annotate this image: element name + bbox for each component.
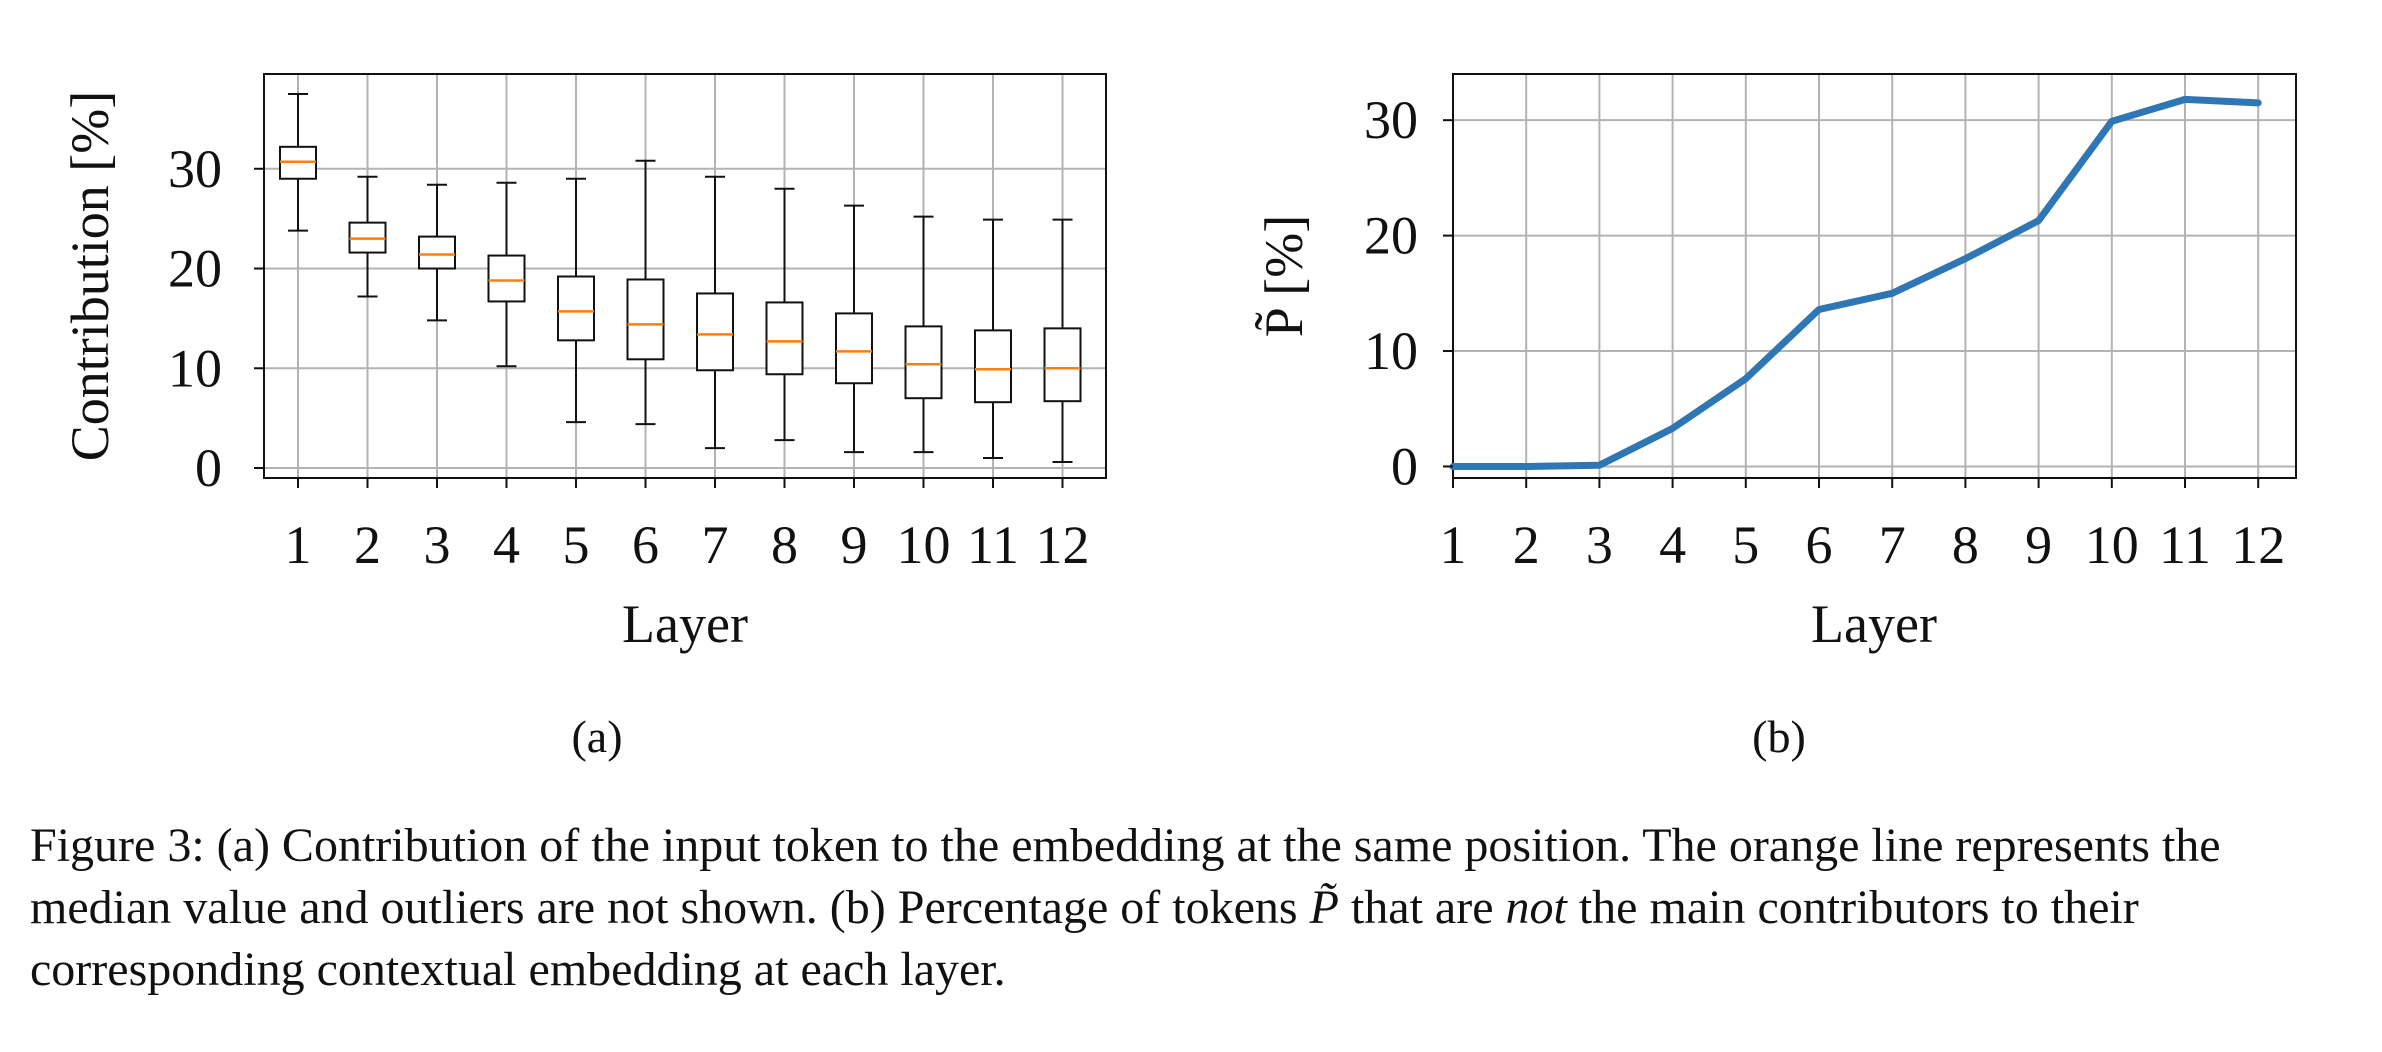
iqr-box xyxy=(904,325,943,400)
subfigure-label-a: (a) xyxy=(571,711,622,762)
iqr-box xyxy=(974,329,1012,404)
y-tick-label: 0 xyxy=(1391,436,1418,496)
x-tick-label: 1 xyxy=(1440,515,1467,575)
y-tick-label: 10 xyxy=(1364,321,1418,381)
y-tick-label: 10 xyxy=(168,338,222,398)
box-layer-1 xyxy=(279,92,317,232)
iqr-box xyxy=(557,275,595,342)
x-tick-label: 8 xyxy=(1952,515,1979,575)
x-tick-label: 6 xyxy=(632,515,659,575)
x-tick-label: 2 xyxy=(1513,515,1540,575)
caption-text-1: Figure 3: (a) Contribution of the input … xyxy=(30,819,2221,934)
x-tick-label: 4 xyxy=(493,515,520,575)
series-line xyxy=(1449,95,2262,470)
iqr-box xyxy=(765,301,804,376)
box-layer-9 xyxy=(835,204,873,454)
x-tick-label: 7 xyxy=(702,515,729,575)
y-tick-label: 0 xyxy=(195,438,222,498)
box-layer-7 xyxy=(696,175,734,450)
iqr-box xyxy=(696,292,734,372)
x-tick-label: 6 xyxy=(1806,515,1833,575)
iqr-box xyxy=(835,312,873,385)
box-layer-6 xyxy=(626,159,665,426)
x-tick-label: 5 xyxy=(1732,515,1759,575)
x-tick-label: 5 xyxy=(563,515,590,575)
x-axis-label: Layer xyxy=(1811,594,1937,654)
caption-emphasis: not xyxy=(1505,881,1567,934)
caption-text-3: the main contributors to their correspon… xyxy=(30,881,2139,996)
box-layer-10 xyxy=(904,215,943,454)
x-tick-label: 8 xyxy=(771,515,798,575)
subfigure-label-b: (b) xyxy=(1752,711,1806,762)
y-tick-label: 30 xyxy=(1364,90,1418,150)
box-layer-12 xyxy=(1043,218,1082,464)
caption-text-2: that are xyxy=(1338,881,1506,934)
x-tick-label: 10 xyxy=(2085,515,2139,575)
caption-symbol: P̃ xyxy=(1309,881,1339,934)
box-layer-2 xyxy=(348,175,387,298)
box-layer-5 xyxy=(557,177,595,424)
box-layer-8 xyxy=(765,187,804,442)
y-axis-label: P̃ [%] xyxy=(1254,215,1314,337)
x-tick-label: 3 xyxy=(1586,515,1613,575)
x-tick-label: 12 xyxy=(1036,515,1090,575)
x-tick-label: 7 xyxy=(1879,515,1906,575)
y-tick-label: 20 xyxy=(168,239,222,299)
x-tick-label: 4 xyxy=(1659,515,1686,575)
x-tick-label: 12 xyxy=(2231,515,2285,575)
plot-frame xyxy=(263,73,1107,479)
y-tick-label: 20 xyxy=(1364,206,1418,266)
iqr-box xyxy=(1043,327,1082,403)
box-layer-4 xyxy=(487,181,526,368)
x-axis-label: Layer xyxy=(622,594,748,654)
x-tick-label: 11 xyxy=(967,515,1019,575)
box-layer-3 xyxy=(418,183,456,322)
y-tick-label: 30 xyxy=(168,139,222,199)
iqr-box xyxy=(487,254,526,303)
y-axis-label: Contribution [%] xyxy=(60,91,120,461)
iqr-box xyxy=(418,235,456,270)
plot-frame xyxy=(1452,73,2297,479)
x-tick-label: 2 xyxy=(354,515,381,575)
figure-caption: Figure 3: (a) Contribution of the input … xyxy=(30,815,2360,1001)
box-layer-11 xyxy=(974,218,1012,460)
x-tick-label: 3 xyxy=(424,515,451,575)
x-tick-label: 9 xyxy=(2025,515,2052,575)
x-tick-label: 10 xyxy=(897,515,951,575)
x-tick-label: 9 xyxy=(841,515,868,575)
iqr-box xyxy=(626,278,665,361)
x-tick-label: 11 xyxy=(2159,515,2211,575)
x-tick-label: 1 xyxy=(285,515,312,575)
